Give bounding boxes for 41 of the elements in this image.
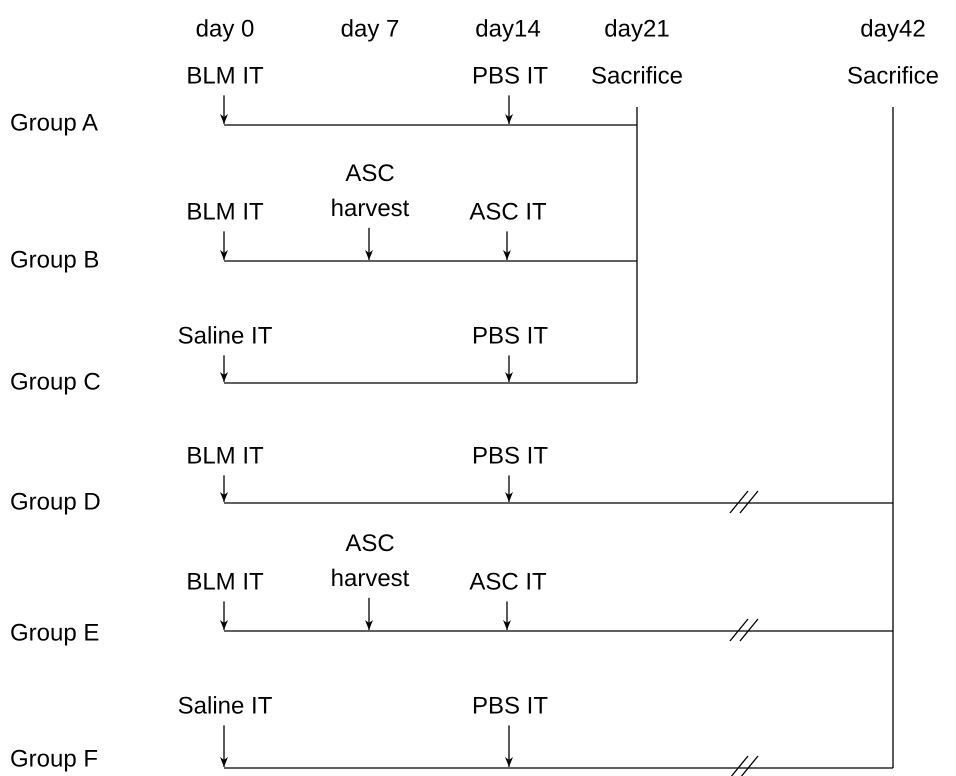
event-label: BLM IT [186,442,264,472]
event-label: BLM IT [186,568,264,598]
timepoint-label: Sacrifice [590,62,684,92]
arrow [503,601,511,630]
timepoint-label: day 7 [340,16,400,44]
group-label: Group A [10,110,98,138]
arrow [505,475,513,502]
event-label: ASC IT [469,198,547,228]
arrow [505,725,513,767]
event-label: Saline IT [178,692,272,722]
arrow [365,598,373,630]
event-label: ASC IT [469,568,547,598]
arrow [365,228,373,260]
event-label: PBS IT [472,692,548,722]
timepoint-label: day 0 [196,16,254,44]
arrow [220,475,228,502]
group-label: Group C [10,368,101,398]
timepoint-label: day14 [475,16,541,44]
timepoint-label: Sacrifice [846,62,940,92]
event-label: Saline IT [178,322,272,352]
event-label: PBS IT [472,62,548,92]
timepoint-label: day42 [860,16,926,44]
timepoint-label: day21 [604,16,670,44]
arrow [220,95,228,124]
event-label: PBS IT [472,322,548,352]
arrow [220,601,228,630]
event-label: ASC harvest [330,529,410,594]
group-label: Group F [10,746,98,774]
event-label: ASC harvest [330,159,410,224]
arrow [220,231,228,260]
group-label: Group E [10,620,100,648]
arrow [505,95,513,124]
arrow [505,355,513,382]
group-label: Group D [10,488,101,518]
arrow [220,725,228,767]
event-label: BLM IT [186,198,264,228]
arrow [220,355,228,382]
event-label: PBS IT [472,442,548,472]
group-label: Group B [10,246,100,276]
arrow [503,231,511,260]
event-label: BLM IT [186,62,264,92]
